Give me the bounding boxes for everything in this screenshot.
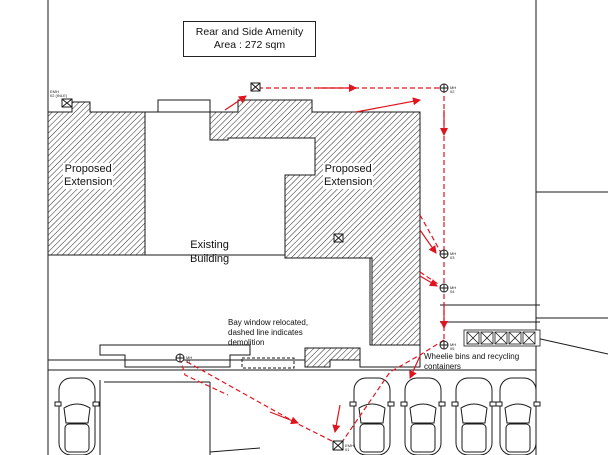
- proposed-extension-right: [209, 99, 421, 346]
- manhole-mh04-icon: [439, 283, 449, 293]
- bins-note: Wheelie bins and recycling containers: [424, 352, 520, 371]
- mh01-label: MH 01: [186, 355, 193, 364]
- drainage-arrows: [224, 84, 448, 433]
- car-4: [451, 377, 497, 455]
- parked-cars: [54, 377, 541, 455]
- central-porch: [145, 99, 211, 113]
- amenity-title-box: Rear and Side Amenity Area : 272 sqm: [183, 21, 316, 57]
- gully-icon: [333, 233, 344, 243]
- proposed-extension-right-label: Proposed Extension: [323, 163, 374, 189]
- bay-window: [99, 344, 295, 369]
- car-2: [349, 377, 395, 455]
- mh02-label: MH 02: [450, 85, 457, 94]
- wheelie-bins: [463, 329, 541, 347]
- manhole-inlet-icon: [250, 82, 261, 92]
- manhole-mh01-icon: [175, 353, 185, 363]
- proposed-extension-left-label: Proposed Extension: [63, 163, 114, 189]
- amenity-title: Rear and Side Amenity: [195, 26, 304, 38]
- manholes: [61, 82, 449, 451]
- mh05-label: MH 05: [450, 342, 457, 351]
- amenity-area: Area : 272 sqm: [213, 39, 286, 51]
- emh02-label: EMH 02 (INLE): [50, 89, 68, 98]
- manhole-mh03-icon: [439, 249, 449, 259]
- manhole-emh02-icon: [61, 98, 73, 108]
- bay-window-note: Bay window relocated, dashed line indica…: [228, 318, 309, 347]
- car-5: [495, 377, 541, 455]
- manhole-mh05-icon: [439, 340, 449, 350]
- manhole-emh01-icon: [332, 440, 344, 451]
- existing-building-label: Existing Building: [190, 239, 230, 265]
- car-1: [54, 377, 100, 455]
- emh01-label: EMH 01: [345, 443, 354, 452]
- mh04-label: MH 04: [450, 285, 457, 294]
- proposed-extension-front: [304, 347, 361, 368]
- manhole-mh02-icon: [439, 83, 449, 93]
- mh03-label: MH 03: [450, 251, 457, 260]
- car-3: [400, 377, 446, 455]
